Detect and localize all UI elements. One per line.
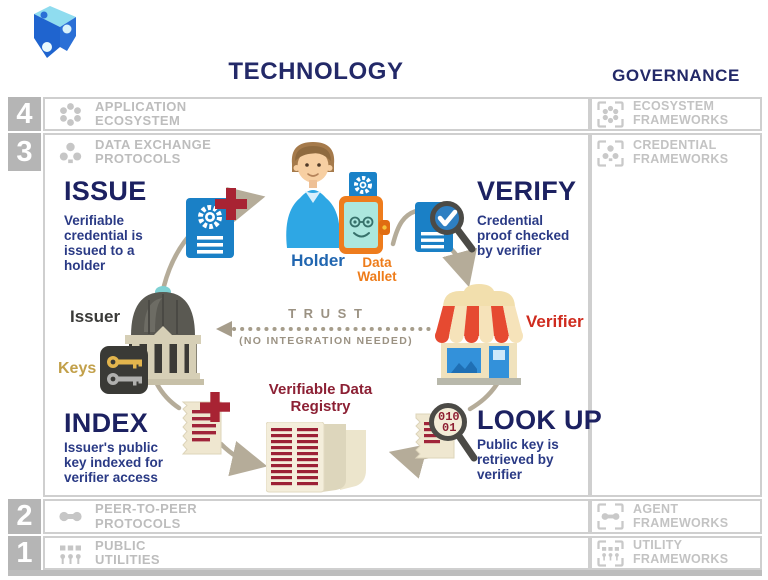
issuer-label: Issuer [70,307,121,326]
data-exchange-protocols-icon [59,142,82,163]
gov-layer3-label: CREDENTIAL FRAMEWORKS [633,138,729,166]
application-ecosystem-icon [60,102,81,126]
trust-arrowhead [216,321,232,337]
gov-layer4-label-row: ECOSYSTEM FRAMEWORKS [590,97,762,131]
bottom-bar [8,570,762,576]
layer-1-numeral: 1 [16,536,33,569]
gov-layer2-label-row: AGENT FRAMEWORKS [590,499,762,534]
layer-number-1: 1 [8,536,41,570]
credential-frameworks-icon [597,139,624,167]
arrow-index-to-registry [218,441,268,477]
tech-layer3-label: DATA EXCHANGE PROTOCOLS [95,136,212,166]
layer-3-numeral: 3 [16,135,33,168]
verify-credential-icon [415,201,476,253]
lookup-paper-icon: 010 01 [414,403,478,462]
gov-layer1-label: UTILITY FRAMEWORKS [633,538,729,566]
registry-label: Verifiable Data Registry [268,381,373,415]
tech-layer4-label: APPLICATION ECOSYSTEM [95,98,187,128]
agent-frameworks-icon [597,503,624,530]
verify-title: VERIFY [477,176,577,206]
data-wallet-icon [339,172,390,254]
cell-gov-main [590,133,762,497]
issuer-keys-icon [100,346,148,394]
gov-layer4-label: ECOSYSTEM FRAMEWORKS [633,99,729,127]
layer-2-numeral: 2 [16,500,33,532]
cell-tech-layer4 [43,97,590,131]
arrow-issuer-to-index [154,381,182,411]
issuer-building-icon [122,286,204,385]
issue-title: ISSUE [64,176,147,206]
index-description: Issuer's public key indexed for verifier… [64,440,164,485]
registry-ledger-icon [266,422,366,493]
gov-layer2-label: AGENT FRAMEWORKS [633,501,729,530]
index-title: INDEX [64,408,149,438]
trust-over-ip-logo [34,6,76,58]
lookup-binary-line2: 01 [442,421,456,435]
layer-number-4: 4 [8,97,41,131]
governance-header: GOVERNANCE [612,66,740,85]
trust-subtitle: (NO INTEGRATION NEEDED) [239,335,413,347]
technology-header: TECHNOLOGY [228,58,404,85]
layer-number-3: 3 [8,133,41,171]
cell-tech-layer2 [43,499,590,534]
lookup-description: Public key is retrieved by verifier [477,437,559,482]
arrow-wallet-to-verify [390,208,419,247]
arrow-verifier-to-lookup [467,381,500,412]
utility-frameworks-icon [597,539,624,567]
public-utilities-icon [60,545,81,564]
lookup-title: LOOK UP [477,405,603,435]
issue-description: Verifiable credential is issued to a hol… [64,213,143,273]
layer-4-numeral: 4 [16,97,33,130]
verify-description: Credential proof checked by verifier [477,213,570,258]
cell-tech-layer1 [43,536,590,570]
gov-layer3-label-row: CREDENTIAL FRAMEWORKS [590,133,762,173]
verifier-label: Verifier [526,312,584,331]
ecosystem-frameworks-icon [597,100,624,128]
tech-layer2-label: PEER-TO-PEER PROTOCOLS [95,501,198,531]
peer-to-peer-protocols-icon [59,511,82,522]
tech-layer1-label: PUBLIC UTILITIES [95,537,160,567]
keys-label: Keys [58,360,97,377]
lookup-binary-line1: 010 [438,410,460,424]
holder-person-icon [286,142,340,248]
issue-credential-icon [186,198,234,258]
data-wallet-label: Data Wallet [357,255,397,285]
tech-layer4-label-row: APPLICATION ECOSYSTEM [43,97,283,131]
index-plus-icon [200,392,230,422]
tech-layer1-label-row: PUBLIC UTILITIES [43,536,283,570]
verifier-shop-icon [435,284,523,385]
tech-layer2-label-row: PEER-TO-PEER PROTOCOLS [43,499,283,534]
layer-number-2: 2 [8,499,41,534]
trust-label: T R U S T [288,306,364,321]
tech-layer3-label-row: DATA EXCHANGE PROTOCOLS [43,133,283,171]
gov-layer1-label-row: UTILITY FRAMEWORKS [590,536,762,570]
issue-plus-icon [215,188,247,220]
holder-label: Holder [291,251,345,270]
